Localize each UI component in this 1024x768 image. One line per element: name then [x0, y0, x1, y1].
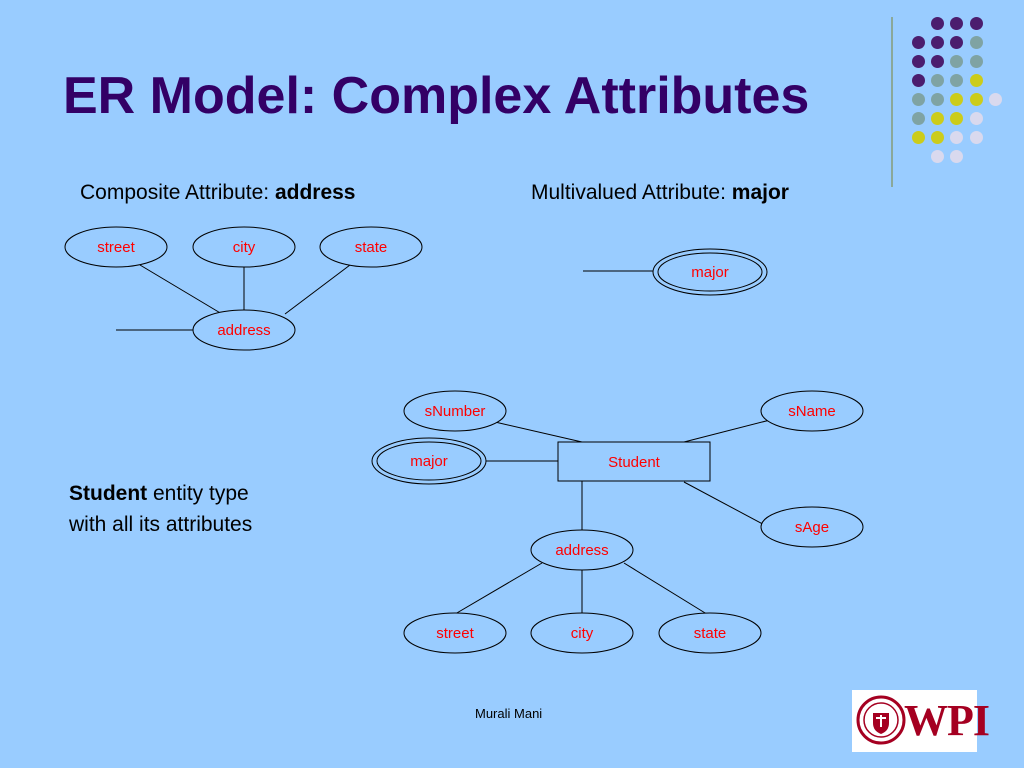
- composite-attribute-heading: Composite Attribute: address: [80, 181, 355, 205]
- caption-line1-rest: entity type: [147, 482, 249, 505]
- slide-title: ER Model: Complex Attributes: [63, 67, 810, 125]
- caption-bold-word: Student: [69, 482, 148, 505]
- oval-snumber: [403, 390, 507, 432]
- edge-address-street: [449, 562, 543, 618]
- wpi-logo: WPI: [852, 690, 990, 752]
- entity-student-box: [557, 441, 711, 482]
- multivalued-heading-term: major: [731, 181, 789, 204]
- oval-student-address: [530, 529, 634, 571]
- wpi-seal-icon: [856, 695, 906, 745]
- label-state: state: [355, 239, 388, 256]
- multivalued-attribute-heading: Multivalued Attribute: major: [531, 181, 789, 205]
- composite-heading-prefix: Composite Attribute:: [80, 181, 275, 204]
- edge-state-address: [284, 264, 351, 315]
- edge-address-state: [623, 562, 711, 617]
- label-student-state: state: [694, 625, 727, 642]
- label-address: address: [217, 322, 270, 339]
- oval-city: [192, 226, 296, 268]
- footer-author: Murali Mani: [475, 706, 543, 721]
- oval-major-multivalued-inner: [657, 252, 763, 292]
- oval-address: [192, 309, 296, 351]
- oval-student-city: [530, 612, 634, 654]
- label-street: street: [97, 239, 135, 256]
- caption-line2: with all its attributes: [69, 513, 253, 536]
- edge-street-address: [139, 264, 223, 315]
- oval-student-state: [658, 612, 762, 654]
- student-caption: Student entity type with all its attribu…: [69, 478, 252, 540]
- label-student-city: city: [571, 625, 594, 642]
- label-student-major: major: [410, 453, 448, 470]
- label-major-multivalued: major: [691, 264, 729, 281]
- edge-sage-student: [683, 481, 773, 530]
- label-sage: sAge: [795, 519, 829, 536]
- oval-sage: [760, 506, 864, 548]
- label-snumber: sNumber: [425, 403, 486, 420]
- oval-street: [64, 226, 168, 268]
- label-student-entity: Student: [608, 454, 661, 471]
- oval-sname: [760, 390, 864, 432]
- edge-snumber-student: [494, 421, 583, 443]
- label-city: city: [233, 239, 256, 256]
- wpi-wordmark: WPI: [904, 696, 990, 745]
- decorative-vertical-line: [891, 17, 893, 187]
- oval-state: [319, 226, 423, 268]
- oval-student-major-inner: [376, 441, 482, 481]
- label-student-street: street: [436, 625, 474, 642]
- edge-sname-student: [683, 419, 771, 443]
- composite-heading-term: address: [274, 181, 356, 204]
- label-student-address: address: [555, 542, 608, 559]
- oval-student-street: [403, 612, 507, 654]
- label-sname: sName: [788, 403, 836, 420]
- multivalued-heading-prefix: Multivalued Attribute:: [531, 181, 732, 204]
